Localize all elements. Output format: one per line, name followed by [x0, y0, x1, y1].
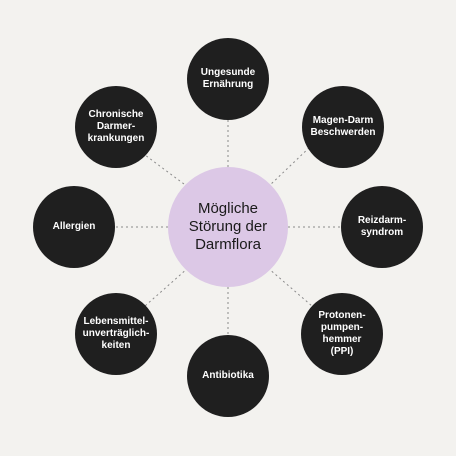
- node-allergien: Allergien: [33, 186, 115, 268]
- node-magen-darm-beschwerden: Magen-Darm Beschwerden: [302, 86, 384, 168]
- node-antibiotika: Antibiotika: [187, 335, 269, 417]
- connector-ppi: [267, 267, 313, 307]
- center-label: Mögliche Störung der Darmflora: [188, 200, 268, 253]
- node-center-darmflora: Mögliche Störung der Darmflora: [168, 167, 288, 287]
- connector-chron: [144, 154, 189, 188]
- node-chronische-darmerkrankungen: Chronische Darmer- krankungen: [75, 86, 157, 168]
- node-label: Magen-Darm Beschwerden: [310, 115, 376, 138]
- node-label: Chronische Darmer- krankungen: [87, 109, 145, 144]
- node-protonenpumpenhemmer: Protonen- pumpen- hemmer (PPI): [301, 293, 383, 375]
- node-label: Allergien: [52, 221, 96, 232]
- node-label: Lebensmittel- unverträglich- keiten: [82, 316, 150, 351]
- node-reizdarmsyndrom: Reizdarm- syndrom: [341, 186, 423, 268]
- node-label: Antibiotika: [202, 370, 254, 381]
- connector-magen: [267, 144, 313, 188]
- node-lebensmittelunvertraeglichkeiten: Lebensmittel- unverträglich- keiten: [75, 293, 157, 375]
- node-label: Ungesunde Ernährung: [200, 67, 256, 90]
- node-ungesunde-ernaehrung: Ungesunde Ernährung: [187, 38, 269, 120]
- connector-lebens: [144, 267, 189, 307]
- node-label: Reizdarm- syndrom: [357, 215, 407, 238]
- node-label: Protonen- pumpen- hemmer (PPI): [318, 310, 366, 357]
